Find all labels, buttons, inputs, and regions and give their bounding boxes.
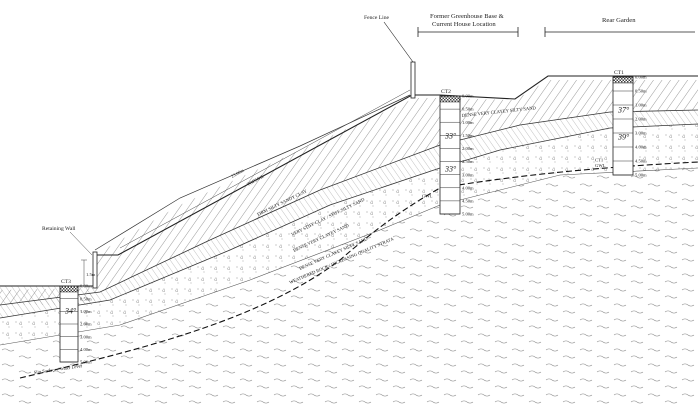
borehole-depth-label: 2.50m [462, 159, 474, 164]
borehole-depth-label: 1.00m [635, 103, 647, 108]
borehole-depth-label: 3.00m [462, 172, 474, 177]
fence-leader [383, 21, 414, 63]
borehole-ct2: 0.00m 0.50m 1.00m 1.50m 2.00m 2.50m 3.00m 4.00m… [422, 89, 474, 217]
borehole-depth-label: 4.00m [80, 347, 92, 352]
fence-post [410, 61, 416, 99]
borehole-ct3: 0.00m 0.50m 1.00m 2.00m 3.00m 4.00m 5.00m 34° CT… [59, 279, 92, 365]
slope-length-label: 23.00m [230, 168, 245, 179]
wall-height-dim [81, 259, 87, 287]
borehole-depth-label: 0.50m [635, 89, 647, 94]
dense-sand-zone [0, 124, 698, 345]
borehole-tag-label: GWL [422, 193, 433, 198]
wall-height-label: 1.5m [86, 272, 96, 277]
friction-angle-label: 37° [617, 105, 630, 114]
borehole-depth-label: 0.50m [462, 107, 474, 112]
retaining-wall-leader [69, 231, 93, 256]
stratum-lines [0, 94, 698, 346]
friction-angle-label: 39° [617, 133, 630, 142]
borehole-id-label: CT2 [441, 89, 451, 95]
borehole-ct1: 0.00m 0.50m 1.00m 2.00m 3.00m 4.00m 4.50m 5.00m… [595, 70, 647, 178]
borehole-depth-label: 4.50m [462, 198, 474, 203]
borehole-depth-label: 1.50m [462, 133, 474, 138]
weathered-rock-zone [0, 168, 698, 405]
slope-dimension [119, 89, 411, 249]
deep-zone-label: Slip Surface / Water Level [33, 363, 82, 375]
borehole-depth-label: 2.00m [80, 322, 92, 327]
firm-clay-zone [0, 80, 698, 305]
fence-line-label: Fence Line [364, 15, 390, 21]
borehole-depth-label: 1.00m [80, 309, 92, 314]
borehole-column [439, 95, 461, 215]
borehole-depth-label: 1.00m [462, 120, 474, 125]
borehole-topsoil-cap [612, 76, 634, 84]
borehole-depth-label: 2.00m [635, 117, 647, 122]
borehole-depth-label: 5.00m [635, 173, 647, 178]
retaining-wall [92, 251, 98, 289]
borehole-depth-label: 0.00m [635, 75, 647, 80]
borehole-depth-label: 3.00m [80, 334, 92, 339]
greenhouse-label-2: Current House Location [432, 21, 496, 28]
slip-surface-line [19, 161, 698, 379]
borehole-depth-label: 0.00m [80, 284, 92, 289]
borehole-depth-label: 4.00m [635, 145, 647, 150]
borehole-depth-label: 0.00m [462, 94, 474, 99]
retaining-wall-label: Retaining Wall [42, 226, 76, 232]
borehole-id-label: CT3 [61, 279, 71, 285]
friction-angle-label: 33° [444, 131, 457, 140]
borehole-topsoil-cap [59, 285, 79, 293]
borehole-depth-label: 4.00m [462, 185, 474, 190]
borehole-tag-label: GWL [595, 163, 606, 168]
borehole-depth-label: 0.50m [80, 296, 92, 301]
stiff-clay-zone [0, 110, 698, 318]
borehole-depth-label: 4.50m [635, 159, 647, 164]
friction-angle-label: 33° [444, 165, 457, 174]
section-extents [417, 27, 695, 37]
borehole-depth-label: 3.00m [635, 131, 647, 136]
borehole-topsoil-cap [439, 95, 461, 103]
borehole-depth-label: 5.00m [462, 212, 474, 217]
borehole-id-label: CT1 [614, 70, 624, 76]
borehole-column [612, 76, 634, 176]
borehole-tag-label: CT1 [595, 157, 604, 162]
greenhouse-label-1: Former Greenhouse Base & [430, 13, 505, 20]
borehole-depth-label: 5.00m [80, 360, 92, 365]
borehole-depth-label: 2.00m [462, 146, 474, 151]
friction-angle-label: 34° [64, 306, 77, 315]
rear-garden-label: Rear Garden [602, 17, 636, 24]
